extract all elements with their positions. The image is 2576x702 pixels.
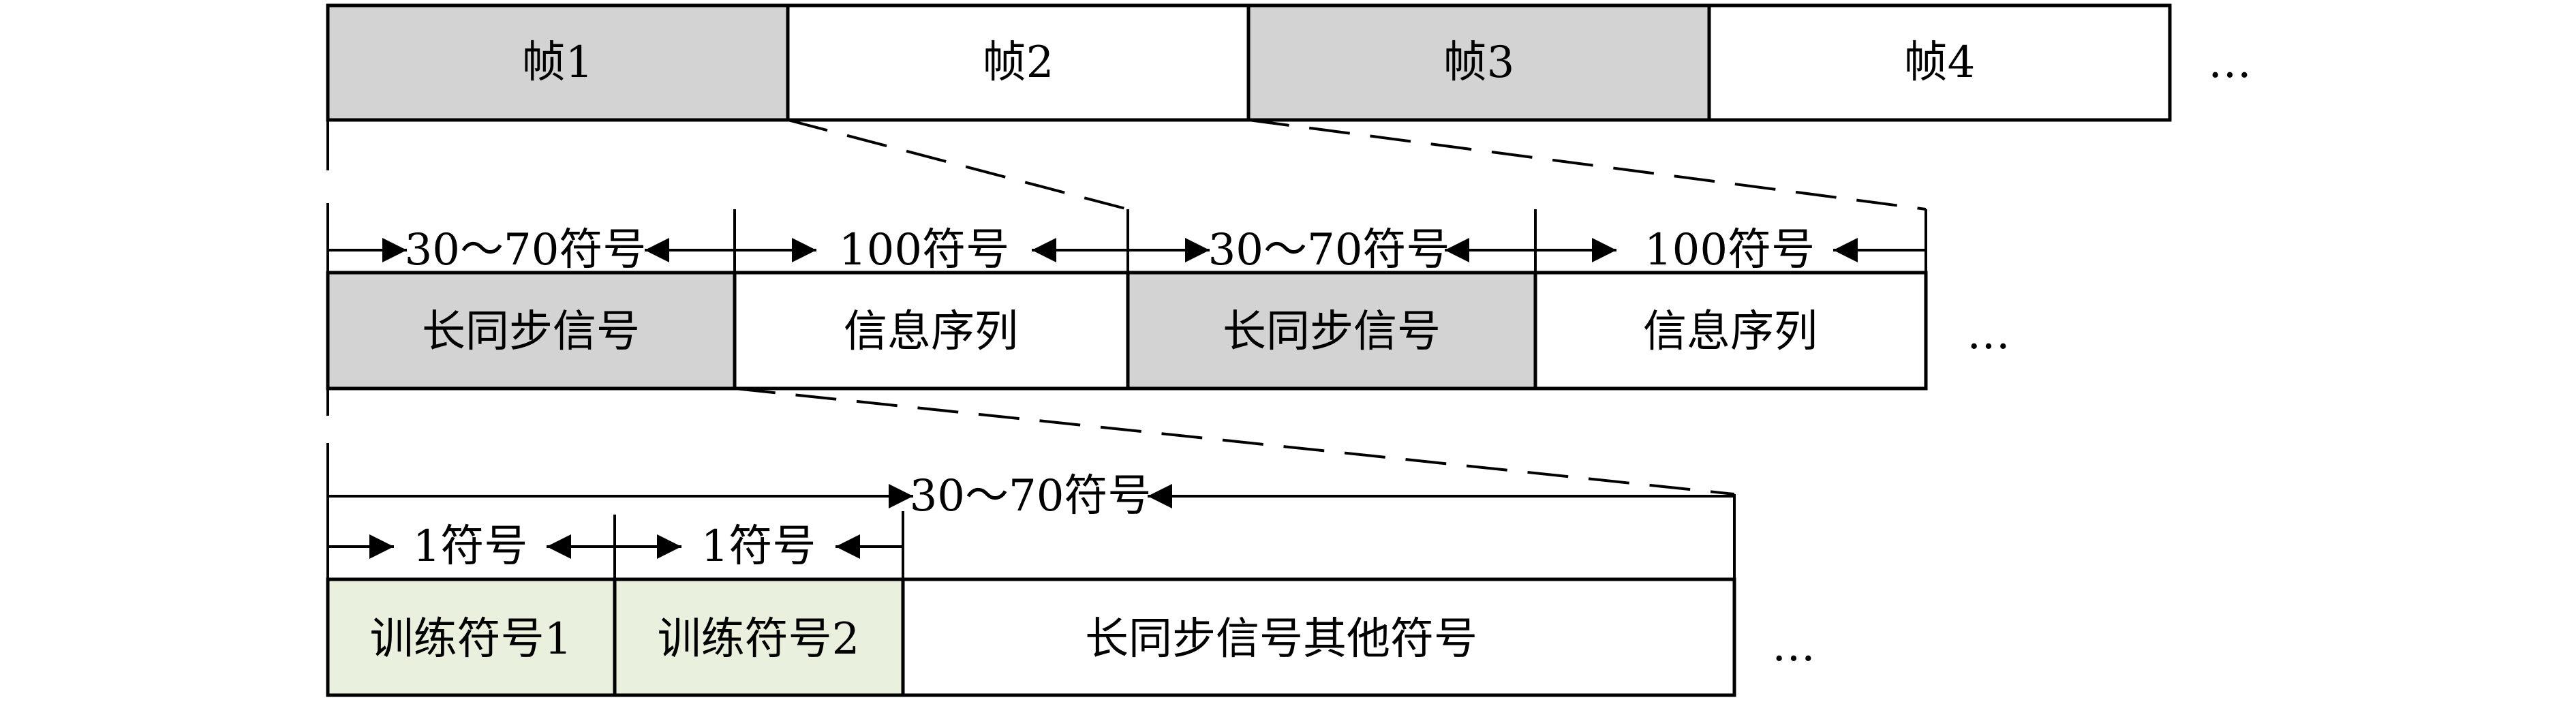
frame-structure-ellipsis: …	[1967, 309, 2010, 359]
frame-3-box	[1246, 3, 1711, 122]
training-symbol-1-label: 训练符号1	[370, 614, 572, 665]
frame-2-box	[786, 3, 1251, 122]
long-sync-label-2: 长同步信号	[1223, 307, 1441, 357]
zoom-dashed-line-3	[734, 387, 1735, 495]
sync-detail-dims: 30～70符号 1符号 1符号	[326, 443, 1736, 579]
frame-structure-row: 长同步信号 信息序列 长同步信号 信息序列 …	[326, 271, 2010, 391]
dim-label-info-2: 100符号	[1644, 225, 1815, 275]
frame-4-box	[1707, 3, 2172, 122]
frame-3-label: 帧3	[1443, 37, 1515, 88]
frame-2-label: 帧2	[983, 37, 1054, 88]
long-sync-label-1: 长同步信号	[422, 307, 640, 357]
sync-detail-ellipsis: …	[1772, 621, 1815, 671]
zoom-dashed-line-2	[1248, 119, 1927, 211]
frame-structure-dims: 30～70符号 100符号 30～70符号 100符号	[326, 203, 1927, 275]
sync-detail-row: 训练符号1 训练符号2 长同步信号其他符号 …	[326, 577, 1815, 697]
frame-row-ellipsis: …	[2208, 37, 2252, 88]
dim-label-info-1: 100符号	[839, 225, 1009, 275]
info-seq-box-1	[733, 271, 1130, 391]
zoom-lines-sync	[326, 387, 1735, 495]
frame-1-box	[326, 3, 790, 122]
frame-4-label: 帧4	[1904, 37, 1976, 88]
long-sync-box-2	[1126, 271, 1537, 391]
other-symbols-label: 长同步信号其他符号	[1085, 614, 1477, 665]
info-seq-box-2	[1533, 271, 1928, 391]
frame-row: 帧1 帧2 帧3 帧4 …	[326, 3, 2252, 122]
sym1-dim-label: 1符号	[413, 521, 528, 572]
training-symbol-2-label: 训练符号2	[658, 614, 860, 665]
zoom-dashed-line-1	[787, 119, 1129, 211]
info-seq-label-1: 信息序列	[844, 307, 1018, 357]
zoom-lines-frame	[326, 119, 1927, 211]
sym2-dim-label: 1符号	[701, 521, 816, 572]
dim-label-sync-2: 30～70符号	[1208, 225, 1450, 275]
frame-1-label: 帧1	[522, 37, 594, 88]
other-symbols-box	[901, 577, 1736, 697]
dim-label-sync-1: 30～70符号	[405, 225, 647, 275]
info-seq-label-2: 信息序列	[1643, 307, 1818, 357]
training-symbol-2-box	[613, 577, 905, 697]
total-dim-label: 30～70符号	[910, 471, 1152, 521]
